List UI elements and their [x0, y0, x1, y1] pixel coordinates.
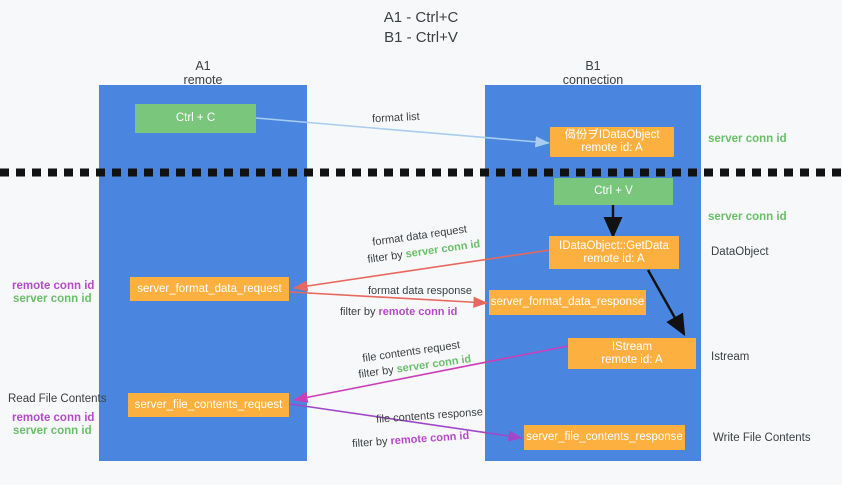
edge-label-format-list: format list: [372, 110, 420, 126]
title-line-1: A1 - Ctrl+C: [383, 9, 459, 26]
edge-label-file-contents-response: file contents response: [376, 405, 484, 426]
column-a1-name: A1: [195, 59, 211, 73]
left-label-read-file-contents: Read File Contents: [8, 392, 106, 406]
column-b1-sub: connection: [562, 73, 624, 87]
box-server-file-contents-response[interactable]: server_file_contents_response: [524, 425, 685, 450]
box-idataobject[interactable]: 偈份ヺIDataObject remote id: A: [550, 127, 674, 157]
filter-prefix-4: filter by: [351, 435, 391, 451]
edge-label-file-contents-response-text: file contents response: [375, 406, 484, 426]
filter-key-remote-conn-id-2: remote conn id: [390, 429, 470, 448]
right-label-server-conn-id-top: server conn id: [708, 132, 787, 146]
edge-label-format-data-response: format data response: [368, 284, 472, 298]
left-label-server-conn-id-1: server conn id: [13, 292, 92, 306]
left-label-remote-conn-id-2-text: remote conn id: [12, 412, 95, 424]
left-label-remote-conn-id-1: remote conn id: [12, 279, 94, 293]
box-server-file-contents-request[interactable]: server_file_contents_request: [128, 393, 289, 417]
box-getdata-line-2: remote id: A: [583, 252, 645, 265]
right-label-dataobject: DataObject: [711, 245, 769, 259]
left-label-server-conn-id-2-text: server conn id: [13, 425, 92, 437]
phase-divider: [0, 168, 842, 177]
box-server-file-contents-request-label: server_file_contents_request: [134, 398, 283, 411]
left-label-remote-conn-id-2: remote conn id: [12, 411, 94, 425]
box-istream-line-2: remote id: A: [601, 353, 663, 366]
left-label-server-conn-id-2: server conn id: [13, 424, 92, 438]
edge-label-format-data-response-filter: filter by remote conn id: [340, 305, 457, 319]
filter-prefix-2: filter by: [340, 306, 379, 318]
right-label-write-file-contents-text: Write File Contents: [713, 432, 811, 444]
right-label-istream-text: Istream: [711, 351, 750, 363]
column-b1-name: B1: [585, 59, 601, 73]
box-server-format-data-response-label: server_format_data_response: [490, 296, 645, 308]
box-server-format-data-request-label: server_format_data_request: [137, 282, 282, 295]
column-header-a1: A1 remote: [143, 59, 263, 87]
column-header-b1: B1 connection: [533, 59, 653, 87]
title-line-2: B1 - Ctrl+V: [384, 29, 458, 46]
left-label-read-file-contents-text: Read File Contents: [8, 393, 107, 405]
right-label-server-conn-id-mid-text: server conn id: [708, 211, 787, 223]
right-label-istream: Istream: [711, 350, 749, 364]
box-idataobject-line-2: remote id: A: [581, 142, 643, 154]
column-a1-sub: remote: [183, 73, 223, 87]
box-server-file-contents-response-label: server_file_contents_response: [526, 431, 683, 443]
diagram-title: A1 - Ctrl+C B1 - Ctrl+V: [0, 8, 842, 48]
right-label-dataobject-text: DataObject: [711, 246, 769, 258]
filter-key-remote-conn-id: remote conn id: [378, 306, 458, 318]
box-idataobject-getdata[interactable]: IDataObject::GetData remote id: A: [549, 236, 679, 269]
box-ctrl-c[interactable]: Ctrl + C: [135, 104, 256, 133]
box-ctrl-c-label: Ctrl + C: [175, 112, 216, 124]
right-label-server-conn-id-mid: server conn id: [708, 210, 787, 224]
left-label-remote-conn-id-1-text: remote conn id: [12, 280, 95, 292]
box-server-format-data-request[interactable]: server_format_data_request: [130, 277, 289, 301]
box-server-format-data-response[interactable]: server_format_data_response: [489, 290, 646, 315]
box-istream-line-1: IStream: [611, 340, 653, 353]
box-idataobject-line-1: 偈份ヺIDataObject: [564, 129, 660, 141]
filter-prefix: filter by: [366, 248, 407, 266]
right-label-write-file-contents: Write File Contents: [713, 431, 811, 445]
edge-label-format-data-response-text: format data response: [368, 285, 472, 297]
box-ctrl-v[interactable]: Ctrl + V: [554, 178, 673, 205]
box-istream[interactable]: IStream remote id: A: [568, 338, 696, 369]
edge-label-format-list-text: format list: [371, 110, 420, 126]
right-label-server-conn-id-top-text: server conn id: [708, 133, 787, 145]
left-label-server-conn-id-1-text: server conn id: [13, 293, 92, 305]
box-getdata-line-1: IDataObject::GetData: [559, 239, 669, 252]
filter-prefix-3: filter by: [357, 363, 398, 381]
box-ctrl-v-label: Ctrl + V: [594, 185, 633, 197]
edge-label-file-contents-response-filter: filter by remote conn id: [352, 429, 470, 451]
